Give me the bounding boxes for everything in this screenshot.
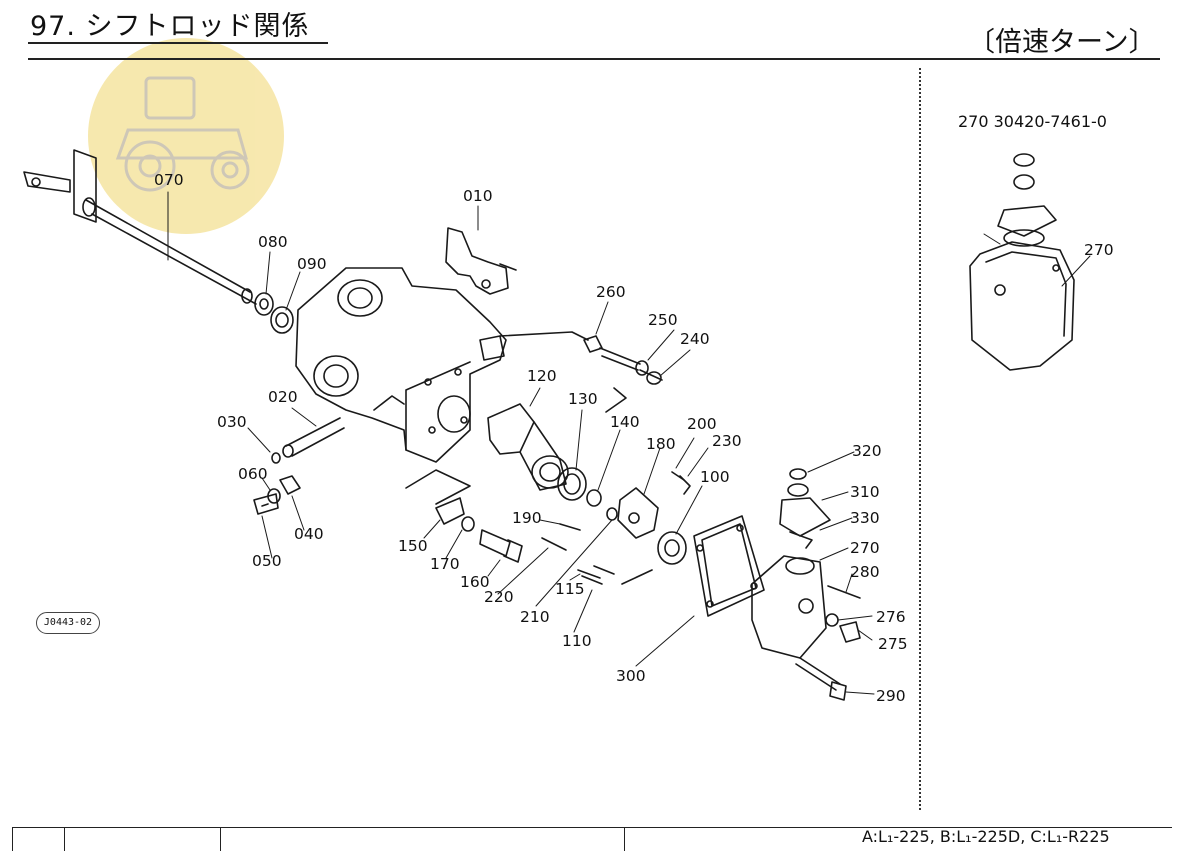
inset-part-number: 270 30420-7461-0 <box>958 112 1107 131</box>
part-230-clip <box>679 475 691 495</box>
label-180: 180 <box>646 435 676 453</box>
part-transmission-case <box>295 267 507 463</box>
label-130: 130 <box>568 390 598 408</box>
title-underline <box>28 42 328 44</box>
label-150: 150 <box>398 537 428 555</box>
part-260-nut <box>583 335 603 353</box>
part-240-link <box>639 369 663 385</box>
part-100-gear <box>657 531 687 565</box>
label-260: 260 <box>596 283 626 301</box>
label-276: 276 <box>876 608 906 626</box>
label-330: 330 <box>850 509 880 527</box>
label-115: 115 <box>555 580 585 598</box>
label-080: 080 <box>258 233 288 251</box>
label-110: 110 <box>562 632 592 650</box>
page-title: 97. シフトロッド関係 <box>30 11 310 42</box>
part-240-spring <box>605 387 627 413</box>
part-170-washer <box>461 516 475 532</box>
footer-model-list: A:L₁-225, B:L₁-225D, C:L₁-R225 <box>862 827 1110 846</box>
part-320-ring <box>789 468 807 480</box>
label-120: 120 <box>527 367 557 385</box>
label-240: 240 <box>680 330 710 348</box>
label-190: 190 <box>512 509 542 527</box>
part-090-seal <box>270 306 294 334</box>
label-090: 090 <box>297 255 327 273</box>
label-010: 010 <box>463 187 493 205</box>
tractor-icon <box>115 76 250 192</box>
label-320: 320 <box>852 442 882 460</box>
part-070-shift-rod <box>23 149 257 305</box>
part-040-plate <box>279 475 301 495</box>
part-270-cover <box>751 555 827 659</box>
label-275: 275 <box>878 635 908 653</box>
footer-cell-divider <box>220 827 221 851</box>
part-115-pin <box>577 569 603 585</box>
label-200: 200 <box>687 415 717 433</box>
part-050-bolt <box>253 493 279 515</box>
footer-table <box>12 827 1172 852</box>
part-010-shift-fork <box>445 227 517 295</box>
part-275-plug <box>839 621 861 643</box>
label-300: 300 <box>616 667 646 685</box>
label-170: 170 <box>430 555 460 573</box>
inset-divider <box>919 68 921 810</box>
label-220: 220 <box>484 588 514 606</box>
part-120-sleeve <box>487 403 569 491</box>
figure-code-stamp: J0443-02 <box>36 612 100 634</box>
label-030: 030 <box>217 413 247 431</box>
part-290-bolt <box>795 657 847 701</box>
part-330-clip <box>789 531 813 549</box>
part-110-pin <box>593 565 615 575</box>
label-290: 290 <box>876 687 906 705</box>
part-300-gasket <box>693 515 765 617</box>
label-020: 020 <box>268 388 298 406</box>
part-276-washer <box>825 613 839 627</box>
label-280: 280 <box>850 563 880 581</box>
part-180-block <box>617 487 659 539</box>
footer-cell-divider <box>624 827 625 851</box>
part-160-bolt <box>479 529 523 563</box>
label-310: 310 <box>850 483 880 501</box>
part-190-spring <box>559 523 581 531</box>
part-310-boot <box>779 483 831 537</box>
label-160: 160 <box>460 573 490 591</box>
part-130-ring <box>557 467 587 501</box>
watermark-logo <box>88 38 284 234</box>
part-030-clip <box>271 452 281 464</box>
part-080-washer <box>254 292 274 316</box>
part-250-bolt <box>599 347 649 376</box>
label-100: 100 <box>700 468 730 486</box>
label-070: 070 <box>154 171 184 189</box>
inset-cover-assembly <box>969 153 1075 371</box>
header-rule <box>28 58 1160 60</box>
part-150-plate <box>435 497 465 525</box>
page-subtitle: 〔倍速ターン〕 <box>968 27 1156 58</box>
label-270: 270 <box>850 539 880 557</box>
part-280-bolt <box>827 585 861 599</box>
label-060: 060 <box>238 465 268 483</box>
label-250: 250 <box>648 311 678 329</box>
label-230: 230 <box>712 432 742 450</box>
part-140-oring <box>586 489 602 507</box>
footer-cell-divider <box>12 827 13 851</box>
label-140: 140 <box>610 413 640 431</box>
label-210: 210 <box>520 608 550 626</box>
footer-cell-divider <box>64 827 65 851</box>
inset-label-270: 270 <box>1084 241 1114 259</box>
label-040: 040 <box>294 525 324 543</box>
part-210-ball <box>606 507 618 521</box>
part-020-pin <box>282 417 345 458</box>
label-050: 050 <box>252 552 282 570</box>
part-220-spring <box>541 537 567 551</box>
